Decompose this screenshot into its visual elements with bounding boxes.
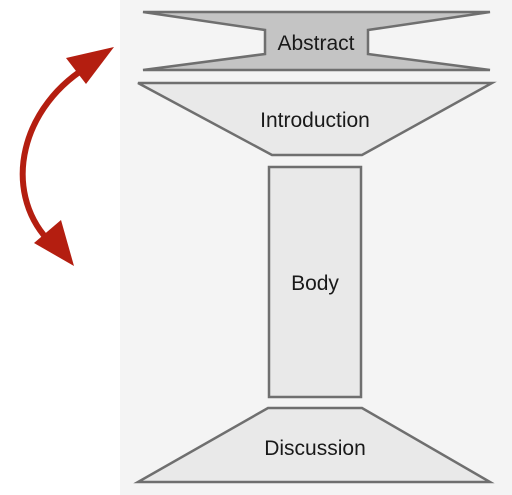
abstract-label: Abstract bbox=[277, 32, 354, 55]
double-headed-curved-arrow-icon bbox=[19, 47, 114, 266]
arrowhead-bottom bbox=[34, 220, 74, 266]
body-label: Body bbox=[291, 272, 339, 295]
arrowhead-top bbox=[66, 47, 114, 84]
abstract-shape bbox=[142, 10, 491, 72]
introduction-label: Introduction bbox=[260, 109, 370, 132]
discussion-shape bbox=[133, 406, 495, 484]
discussion-label: Discussion bbox=[264, 437, 366, 460]
body-shape bbox=[267, 165, 363, 399]
introduction-shape bbox=[137, 81, 497, 157]
